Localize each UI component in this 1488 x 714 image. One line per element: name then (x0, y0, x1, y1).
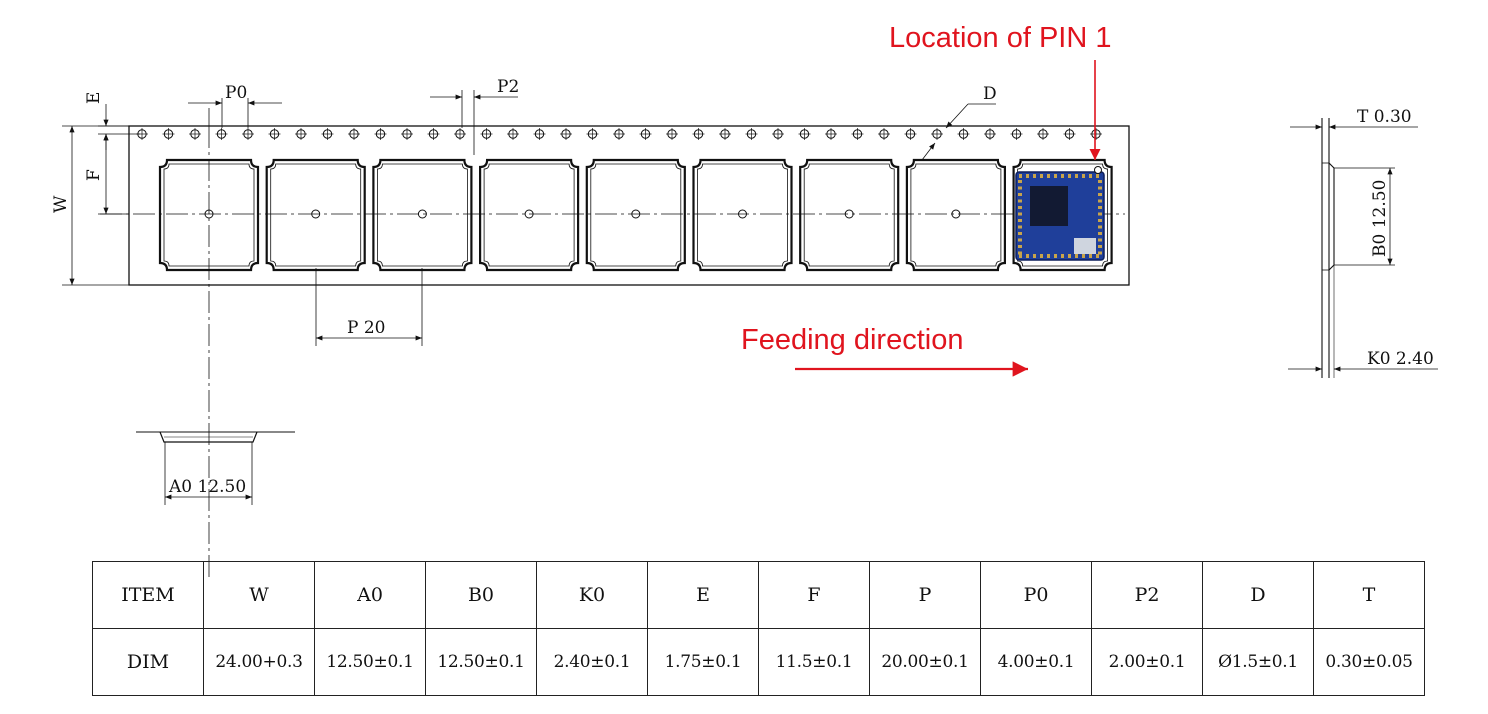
sprocket-hole (242, 128, 254, 140)
sprocket-holes (136, 128, 1102, 140)
sprocket-hole (745, 128, 758, 140)
sprocket-hole (507, 128, 519, 140)
dim-d-label: D (983, 84, 997, 104)
dim-e-label: E (84, 92, 104, 104)
sprocket-hole (295, 128, 307, 140)
sprocket-hole (268, 128, 281, 140)
sprocket-hole (374, 128, 387, 140)
sprocket-hole (851, 128, 864, 140)
table-item: F (758, 561, 870, 629)
table-value: 1.75±0.1 (647, 628, 759, 696)
table-value: 12.50±0.1 (314, 628, 426, 696)
table-item: T (1313, 561, 1425, 629)
dim-pitch: P 20 (315, 268, 423, 346)
module-chip (1015, 166, 1105, 261)
table-row-values: DIM 24.00+0.3 12.50±0.1 12.50±0.1 2.40±0… (92, 628, 1425, 696)
table-value: 12.50±0.1 (425, 628, 537, 696)
sprocket-hole (931, 128, 943, 140)
dim-w-label: W (51, 195, 71, 213)
dim-k0-label: K0 2.40 (1367, 349, 1434, 369)
sprocket-hole (1063, 128, 1076, 140)
table-row-label: DIM (92, 628, 204, 696)
dim-t-label: T 0.30 (1357, 107, 1412, 127)
table-header-label: ITEM (92, 561, 204, 629)
table-item: E (647, 561, 759, 629)
table-value: 20.00±0.1 (869, 628, 981, 696)
table-item: W (203, 561, 315, 629)
pockets (158, 158, 1113, 272)
dim-a0-label: A0 12.50 (168, 477, 246, 497)
dim-p0-label: P0 (225, 83, 247, 103)
pocket (905, 158, 1006, 272)
pin1-annotation: Location of PIN 1 (889, 22, 1111, 54)
feeding-direction-label: Feeding direction (741, 324, 963, 356)
a0-section-view: A0 12.50 (136, 431, 295, 505)
pocket (265, 158, 366, 272)
table-value: 2.00±0.1 (1091, 628, 1203, 696)
sprocket-hole (719, 128, 731, 140)
sprocket-hole (798, 128, 811, 140)
pocket (799, 158, 900, 272)
sprocket-hole (666, 128, 678, 140)
sprocket-hole (1037, 128, 1049, 140)
table-item: D (1202, 561, 1314, 629)
dim-f-label: F (84, 169, 104, 181)
dim-b0-label: B0 12.50 (1370, 180, 1390, 257)
pocket (692, 158, 793, 272)
table-item: P0 (980, 561, 1092, 629)
sprocket-hole (454, 128, 466, 140)
sprocket-hole (480, 128, 493, 140)
pocket (1012, 158, 1113, 272)
dim-pitch-label: P 20 (347, 318, 385, 338)
side-view: T 0.30 B0 12.50 K0 2.40 (1288, 107, 1438, 378)
sprocket-hole (321, 128, 334, 140)
sprocket-hole (189, 128, 201, 140)
sprocket-hole (878, 128, 890, 140)
table-value: 4.00±0.1 (980, 628, 1092, 696)
table-item: A0 (314, 561, 426, 629)
spec-table: ITEM W A0 B0 K0 E F P P0 P2 D T DIM 24.0… (92, 561, 1425, 696)
table-row-items: ITEM W A0 B0 K0 E F P P0 P2 D T (92, 561, 1425, 629)
sprocket-hole (560, 128, 572, 140)
table-value: 0.30±0.05 (1313, 628, 1425, 696)
table-value: Ø1.5±0.1 (1202, 628, 1314, 696)
sprocket-hole (162, 128, 175, 140)
sprocket-hole (215, 128, 228, 140)
sprocket-hole (904, 128, 917, 140)
sprocket-hole (1090, 128, 1102, 140)
dim-e: E (84, 92, 140, 150)
sprocket-hole (586, 128, 599, 140)
pocket (585, 158, 686, 272)
pocket (372, 158, 473, 272)
table-value: 11.5±0.1 (758, 628, 870, 696)
table-value: 2.40±0.1 (536, 628, 648, 696)
dim-d: D (921, 84, 997, 161)
sprocket-hole (401, 128, 413, 140)
dim-f: F (84, 133, 129, 215)
table-item: B0 (425, 561, 537, 629)
table-item: P (869, 561, 981, 629)
sprocket-hole (427, 128, 440, 140)
dim-w: W (51, 125, 129, 286)
pocket (479, 158, 580, 272)
sprocket-hole (772, 128, 784, 140)
sprocket-hole (984, 128, 996, 140)
sprocket-hole (533, 128, 546, 140)
tape-outline (128, 125, 1130, 286)
table-item: K0 (536, 561, 648, 629)
dim-p2: P2 (430, 77, 519, 155)
sprocket-hole (957, 128, 970, 140)
sprocket-hole (1010, 128, 1023, 140)
sprocket-hole (348, 128, 360, 140)
sprocket-hole (692, 128, 705, 140)
dim-p0: P0 (188, 83, 282, 128)
sprocket-hole (825, 128, 837, 140)
table-value: 24.00+0.3 (203, 628, 315, 696)
sprocket-hole (639, 128, 652, 140)
sprocket-hole (613, 128, 625, 140)
dim-p2-label: P2 (497, 77, 519, 97)
table-item: P2 (1091, 561, 1203, 629)
